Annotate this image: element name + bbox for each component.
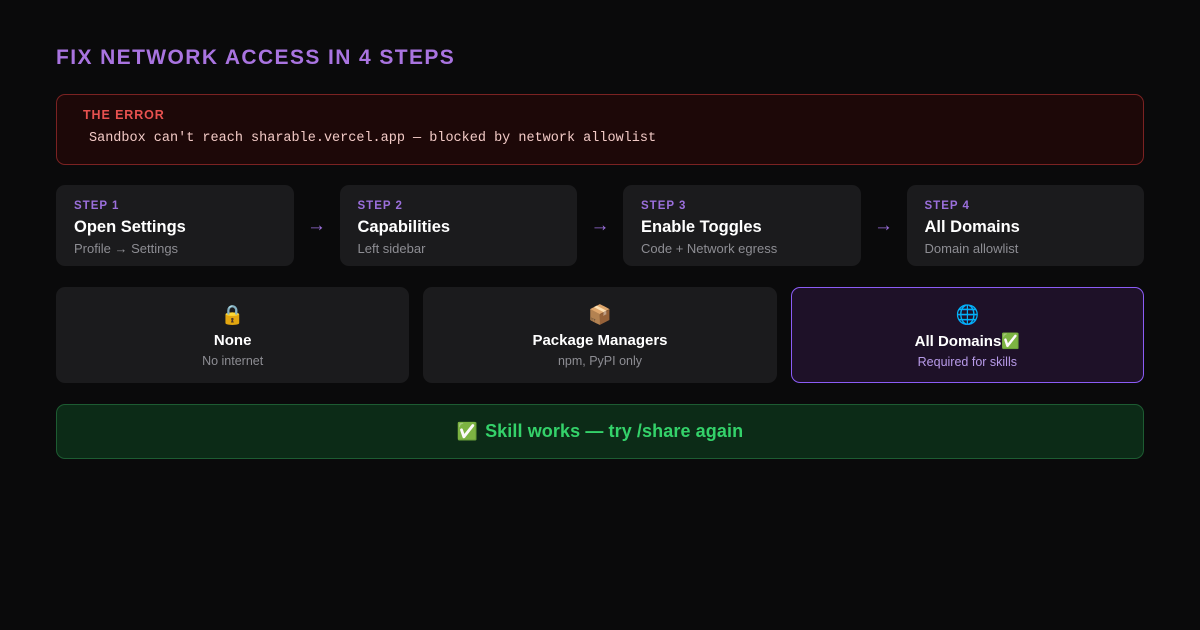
check-mark-icon: ✅ [1001, 331, 1020, 350]
step-subtitle: Domain allowlist [924, 241, 1019, 256]
error-label: THE ERROR [83, 108, 165, 122]
step-kicker: STEP 3 [641, 200, 687, 212]
step-title: Capabilities [357, 218, 451, 236]
step-subtitle: Profile → Settings [74, 241, 179, 256]
option-title-text: None [213, 332, 252, 349]
lock-icon: 🔒 [220, 304, 245, 326]
step-card-4[interactable]: STEP 4 All Domains Domain allowlist [906, 185, 1144, 266]
step-subtitle: Code + Network egress [641, 241, 778, 256]
step-card-2[interactable]: STEP 2 Capabilities Left sidebar [339, 185, 577, 266]
step-kicker: STEP 1 [74, 200, 120, 212]
step-title: Enable Toggles [641, 218, 762, 236]
error-message: Sandbox can't reach sharable.vercel.app … [89, 131, 657, 146]
step-kicker: STEP 2 [357, 200, 403, 212]
page-title: FIX NETWORK ACCESS IN 4 STEPS [56, 46, 456, 69]
arrow-right-icon: → [307, 215, 326, 236]
step-title: All Domains [924, 218, 1020, 236]
arrow-right-icon: → [874, 215, 893, 236]
check-mark-icon: ✅ [456, 421, 479, 442]
option-subtitle: Required for skills [917, 354, 1017, 369]
package-icon: 📦 [588, 304, 612, 326]
error-callout: THE ERROR Sandbox can't reach sharable.v… [56, 94, 1144, 165]
option-title-text: Package Managers [532, 332, 668, 349]
option-card-none[interactable]: 🔒 None No internet [56, 287, 410, 383]
step-card-1[interactable]: STEP 1 Open Settings Profile → Settings [56, 185, 294, 266]
step-title: Open Settings [74, 218, 186, 236]
step-subtitle: Left sidebar [357, 241, 426, 256]
step-card-3[interactable]: STEP 3 Enable Toggles Code + Network egr… [623, 185, 861, 266]
success-banner: ✅ Skill works — try /share again [56, 404, 1144, 459]
option-title: All Domains✅ [915, 331, 1020, 352]
option-title: Package Managers [532, 331, 667, 351]
options-row: 🔒 None No internet 📦 Package Managers np… [56, 287, 1144, 383]
steps-row: STEP 1 Open Settings Profile → Settings … [56, 185, 1144, 266]
option-subtitle: npm, PyPI only [557, 354, 643, 368]
globe-icon: 🌐 [955, 303, 980, 326]
option-title-text: All Domains [914, 332, 1002, 350]
option-card-package-managers[interactable]: 📦 Package Managers npm, PyPI only [423, 287, 777, 383]
arrow-right-icon: → [590, 215, 610, 236]
step-kicker: STEP 4 [924, 200, 970, 212]
option-title: None [214, 331, 252, 351]
option-subtitle: No internet [202, 354, 264, 368]
success-text: Skill works — try /share again [485, 421, 744, 441]
option-card-all-domains[interactable]: 🌐 All Domains✅ Required for skills [790, 287, 1144, 383]
